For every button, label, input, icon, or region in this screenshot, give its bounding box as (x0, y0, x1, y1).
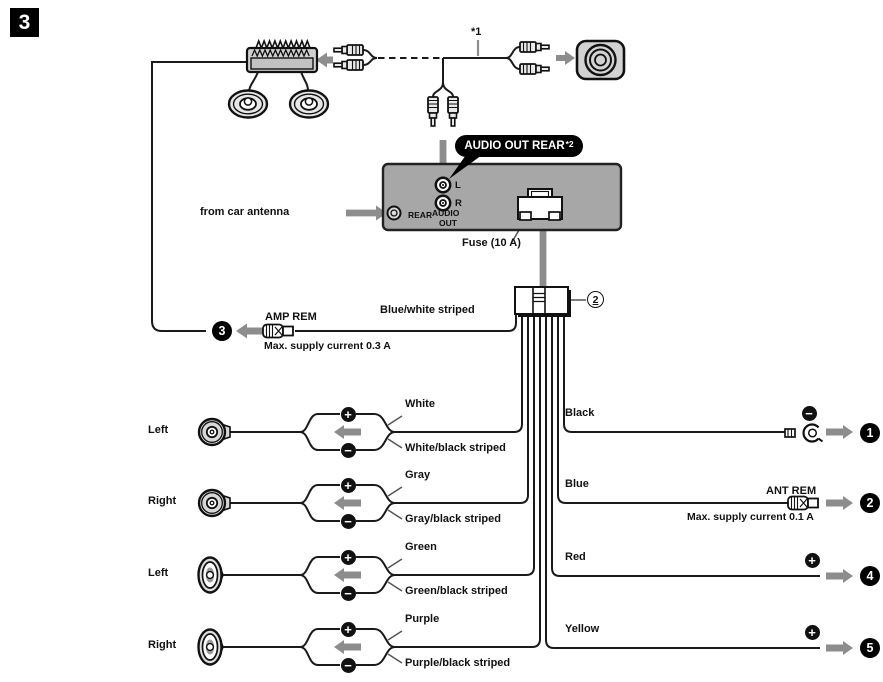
arrow-speaker-1 (334, 425, 361, 439)
plus-icon: + (804, 624, 820, 640)
blue-white-striped-label: Blue/white striped (380, 304, 475, 316)
plus-icon: + (340, 549, 356, 565)
leader-lines (387, 40, 586, 664)
speaker-4-side-label: Right (148, 639, 177, 651)
speaker-3-positive-label: Green (405, 541, 437, 553)
speaker-4-negative-label: Purple/black striped (405, 657, 511, 669)
black-wire-label: Black (565, 407, 595, 419)
amp-rem-connector-icon (262, 323, 294, 339)
rear-label: REAR (408, 210, 433, 220)
step-number-badge: 3 (10, 8, 39, 37)
bubble-tail (449, 155, 482, 179)
arrow-speaker-2 (334, 496, 361, 510)
speaker-3-side-label: Left (148, 567, 169, 579)
speaker-row-4-icon (197, 628, 224, 666)
yellow-wire-label: Yellow (565, 623, 600, 635)
jack-r-label: R (455, 198, 462, 209)
arrow-into-fuse-connector (535, 204, 551, 287)
audio-out-rear-text: AUDIO OUT REAR (464, 140, 565, 152)
audio-out-jack-l-icon (434, 176, 452, 194)
harness-part-ref-number: 2 (592, 293, 599, 306)
minus-icon: − (340, 585, 356, 601)
jack-l-label: L (455, 180, 461, 191)
step-number: 3 (18, 10, 31, 34)
speaker-4-positive-label: Purple (405, 613, 440, 625)
ant-rem-max-current-label: Max. supply current 0.1 A (687, 511, 814, 523)
minus-icon: − (340, 657, 356, 673)
arrow-black-out (826, 425, 853, 439)
antenna-jack-icon (386, 205, 402, 221)
amp-rem-max-current-label: Max. supply current 0.3 A (264, 340, 391, 352)
harness-part-ref: 2 (587, 291, 604, 308)
head-unit-rear-panel (381, 162, 623, 232)
wire-amp-feed (151, 61, 247, 332)
callout-2: 2 (860, 493, 880, 513)
ground-ring-terminal-icon (784, 423, 824, 443)
harness-connector-icon (514, 286, 571, 317)
speaker-2-positive-label: Gray (405, 469, 431, 481)
speaker-2-side-label: Right (148, 495, 177, 507)
speaker-1-side-label: Left (148, 424, 169, 436)
plus-icon: + (340, 477, 356, 493)
arrow-into-amplifier (316, 52, 333, 68)
plus-icon: + (340, 406, 356, 422)
wire-yellow (545, 314, 820, 649)
speaker-1-positive-label: White (405, 398, 435, 410)
minus-icon: − (801, 405, 817, 421)
wire-red (551, 314, 820, 577)
wire-blue (557, 314, 788, 504)
wires (151, 46, 820, 666)
red-wire-label: Red (565, 551, 586, 563)
rear-speaker-left-icon (227, 89, 269, 119)
speaker-3-negative-label: Green/black striped (405, 585, 508, 597)
out-label: OUT (439, 218, 457, 228)
audio-out-rear-callout: AUDIO OUT REAR*2 (455, 135, 583, 157)
arrow-blue-out (826, 496, 853, 510)
plus-icon: + (340, 621, 356, 637)
minus-icon: − (340, 513, 356, 529)
ant-rem-connector-icon (787, 495, 819, 511)
audio-label: AUDIO (432, 208, 460, 218)
antenna-label: from car antenna (200, 206, 290, 218)
plus-icon: + (804, 552, 820, 568)
rear-speaker-right-icon (288, 89, 330, 119)
power-amplifier-icon (245, 38, 319, 74)
wire-black (563, 314, 785, 433)
ant-rem-label: ANT REM (766, 485, 817, 497)
amp-rem-label: AMP REM (265, 311, 317, 323)
speaker-row-1-icon (197, 417, 231, 447)
amplifier-speaker-leads (248, 71, 309, 92)
minus-icon: − (340, 442, 356, 458)
connected-device-icon (575, 39, 626, 81)
arrow-speaker-4 (334, 640, 361, 654)
audio-out-rear-footnote: *2 (565, 138, 574, 149)
speaker-row-2-icon (197, 488, 231, 518)
arrow-into-device (556, 51, 575, 65)
speaker-2-negative-label: Gray/black striped (405, 513, 501, 525)
arrow-speaker-3 (334, 568, 361, 582)
speaker-1-negative-label: White/black striped (405, 442, 506, 454)
callout-3: 3 (212, 321, 232, 341)
callout-1: 1 (860, 423, 880, 443)
arrow-red-out (826, 569, 853, 583)
audio-out-jack-r-icon (434, 194, 452, 212)
arrow-yellow-out (826, 641, 853, 655)
power-connector-socket-icon (517, 188, 563, 221)
asterisk1-label: *1 (471, 26, 482, 38)
fuse-label: Fuse (10 A) (462, 237, 521, 249)
arrow-from-antenna (346, 205, 387, 221)
rca-plug-icons (333, 41, 550, 127)
blue-wire-label: Blue (565, 478, 589, 490)
callout-5: 5 (860, 638, 880, 658)
speaker-row-3-icon (197, 556, 224, 594)
callout-4: 4 (860, 566, 880, 586)
arrow-amp-rem (236, 323, 263, 339)
